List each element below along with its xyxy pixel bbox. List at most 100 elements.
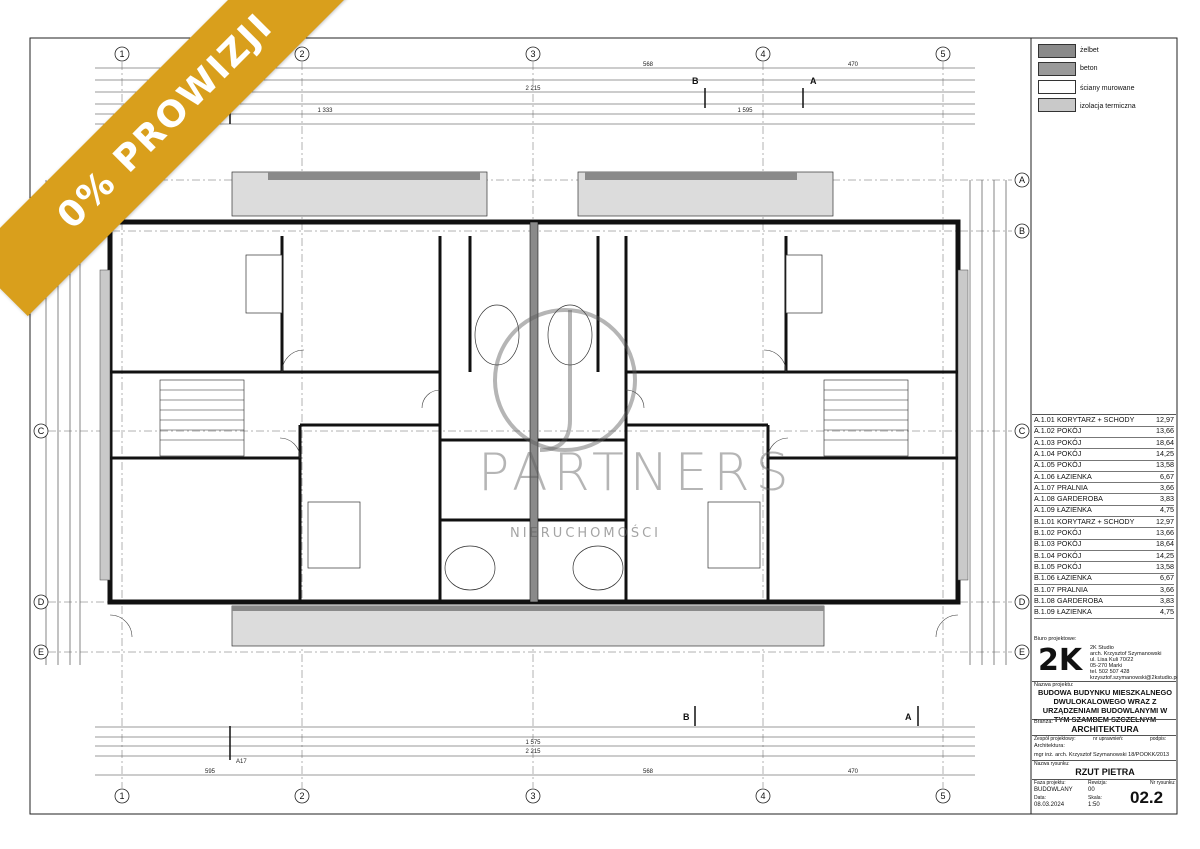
room-code: B.1.07 <box>1034 584 1055 594</box>
section-a-top: A <box>810 76 817 86</box>
tb-rule-1 <box>1032 681 1176 682</box>
drawing-no-label: Nr rysunku: <box>1150 780 1176 786</box>
axis-row-d-right: D <box>1019 597 1026 607</box>
room-code: A.1.06 <box>1034 471 1055 481</box>
legend-swatch-insulation <box>1038 98 1076 112</box>
axis-col-1-bottom: 1 <box>119 791 124 801</box>
bathtubs <box>444 304 624 591</box>
room-code: A.1.04 <box>1034 448 1055 458</box>
room-name: PRALNIA <box>1057 482 1088 492</box>
room-name: ŁAZIENKA <box>1057 505 1092 515</box>
room-area: 6,67 <box>1160 471 1174 481</box>
room-area: 3,83 <box>1160 595 1174 605</box>
dim-top-2: 568 <box>643 62 654 68</box>
balcony-slabs <box>232 172 824 611</box>
room-code: A.1.03 <box>1034 437 1055 447</box>
room-name: KORYTARZ + SCHODY <box>1057 516 1135 526</box>
dim-overall-top: 2 215 <box>525 86 541 92</box>
watermark-subtitle: NIERUCHOMOŚCI <box>510 526 662 541</box>
room-name: POKÓJ <box>1057 460 1082 470</box>
room-name: POKÓJ <box>1057 550 1082 560</box>
section-b-top: B <box>692 76 699 86</box>
axis-col-2-top: 2 <box>299 49 304 59</box>
side-section-label: A17 <box>236 759 247 765</box>
dim-bottom-total: 1 575 <box>525 740 541 746</box>
room-area: 3,66 <box>1160 584 1174 594</box>
date-label: Data: <box>1034 795 1046 801</box>
axis-col-1-top: 1 <box>119 49 124 59</box>
permission-label: nr uprawnień: <box>1093 736 1124 742</box>
legend-label-beton: beton <box>1080 65 1098 72</box>
revision-label: Rewizja: <box>1088 780 1107 786</box>
room-code: A.1.02 <box>1034 426 1055 436</box>
room-name: POKÓJ <box>1057 437 1082 447</box>
studio-line5: krzysztof.szymanowski@2kstudio.pl <box>1090 675 1178 681</box>
tb-rule-4 <box>1032 760 1176 761</box>
room-name: POKÓJ <box>1057 448 1082 458</box>
axis-row-c-right: C <box>1019 426 1026 436</box>
dim-top-3: 470 <box>848 62 859 68</box>
bottom-dimensions <box>95 726 975 776</box>
section-b-bottom: B <box>683 712 690 722</box>
legend-swatch-zelbet <box>1038 44 1076 58</box>
legend-label-walls: ściany murowane <box>1080 85 1135 92</box>
studio-line3: 05-270 Marki <box>1090 663 1123 669</box>
beds <box>245 254 823 569</box>
axis-row-e-right: E <box>1019 647 1025 657</box>
axis-row-d-left: D <box>38 597 45 607</box>
room-name: ŁAZIENKA <box>1057 573 1092 583</box>
room-name: GARDEROBA <box>1057 595 1103 605</box>
room-code: A.1.05 <box>1034 460 1055 470</box>
room-code: A.1.09 <box>1034 505 1055 515</box>
room-area: 4,75 <box>1160 607 1174 617</box>
section-markers <box>229 88 919 760</box>
branch-label: Branża: <box>1034 719 1053 725</box>
studio-line1: arch. Krzysztof Szymanowski <box>1090 651 1162 657</box>
room-area: 12,97 <box>1156 415 1174 424</box>
room-code: B.1.02 <box>1034 528 1055 537</box>
room-name: ŁAZIENKA <box>1057 607 1092 617</box>
room-name: POKÓJ <box>1057 561 1082 571</box>
room-area: 3,66 <box>1160 482 1174 492</box>
architect-name: mgr inż. arch. Krzysztof Szymanowski 18/… <box>1034 752 1170 758</box>
room-name: POKÓJ <box>1057 426 1082 436</box>
room-area: 3,83 <box>1160 494 1174 504</box>
room-area: 14,25 <box>1156 550 1174 560</box>
legend-label-zelbet: żelbet <box>1080 47 1099 54</box>
axis-col-5-bottom: 5 <box>940 791 945 801</box>
project-label: Nazwa projektu: <box>1034 682 1074 688</box>
legend-swatch-beton <box>1038 62 1076 76</box>
dim-bottom-overall: 2 215 <box>525 749 541 755</box>
room-name: PRALNIA <box>1057 584 1088 594</box>
room-schedule <box>1032 414 1176 415</box>
dim-top-left-span: 1 333 <box>317 108 333 114</box>
phase-value: BUDOWLANY <box>1034 787 1073 793</box>
tb-rule-2 <box>1032 719 1176 720</box>
right-dimensions <box>969 180 1007 665</box>
room-name: KORYTARZ + SCHODY <box>1057 415 1135 424</box>
legend-label-insulation: izolacja termiczna <box>1080 103 1136 110</box>
axis-col-4-bottom: 4 <box>760 791 765 801</box>
drawing-name: RZUT PIETRA <box>1075 767 1135 777</box>
axis-row-c-left: C <box>38 426 45 436</box>
axis-col-3-top: 3 <box>530 49 535 59</box>
column-axis-bubbles <box>114 46 951 804</box>
section-a-bottom: A <box>905 712 912 722</box>
stairs-right <box>823 379 909 457</box>
studio-logo: 2K <box>1038 643 1083 678</box>
tb-rule-3 <box>1032 735 1176 736</box>
axis-row-b-right: B <box>1019 226 1025 236</box>
